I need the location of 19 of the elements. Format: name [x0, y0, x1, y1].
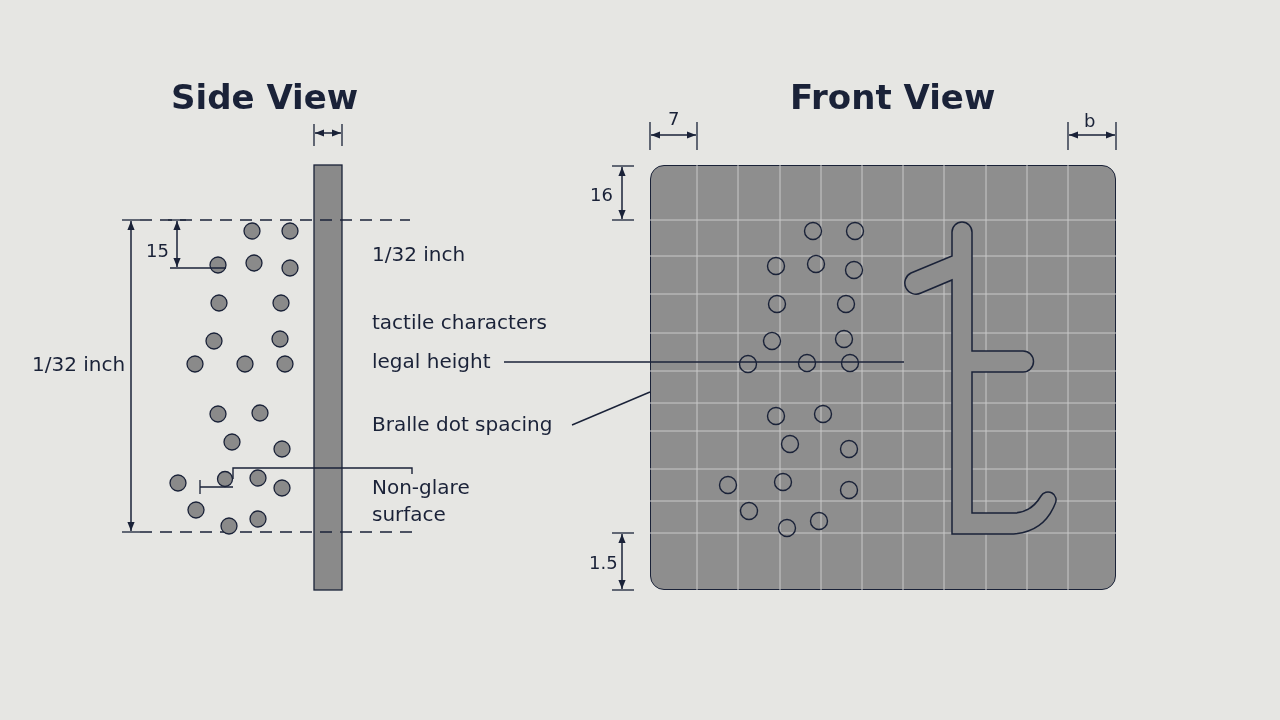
dimension-value: 1/32 inch: [372, 241, 466, 268]
annotation-text: tactile characters: [372, 309, 547, 336]
dimension-value: b: [1084, 110, 1096, 132]
callout-label: legal height: [372, 348, 502, 376]
sign-plate: [650, 165, 1116, 590]
dimension-value: 1/32 inch: [32, 351, 126, 378]
leader-line: [232, 467, 413, 480]
dimension-value: 7: [668, 108, 680, 130]
dimension-value: 15: [146, 240, 169, 262]
callout-label: Non-glare surface: [372, 474, 482, 530]
dimension-value: 16: [590, 184, 613, 206]
braille-dot: [217, 471, 233, 487]
view-title: Side View: [171, 77, 359, 117]
leader-line: [571, 391, 651, 426]
tactile-character-drawing: [904, 220, 1057, 536]
leader-line: [503, 361, 905, 363]
view-title: Front View: [790, 77, 996, 117]
dimension-value: 1.5: [589, 552, 618, 574]
callout-label: Bralle dot spacing: [372, 411, 562, 439]
